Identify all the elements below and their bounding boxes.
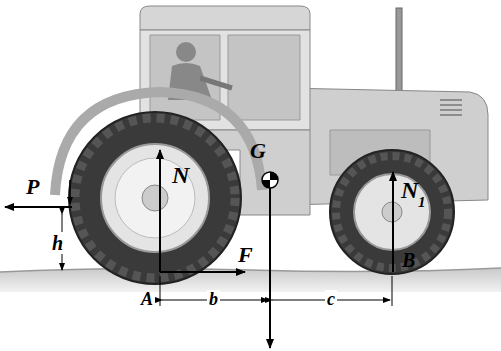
force-label: N xyxy=(399,178,420,202)
ground xyxy=(0,268,501,292)
subscript-label: 1 xyxy=(416,195,428,210)
point-label: B xyxy=(400,250,417,270)
force-label: N xyxy=(170,163,191,187)
point-label: A xyxy=(139,290,155,308)
point-label: G xyxy=(248,140,268,162)
force-label: P xyxy=(24,176,41,198)
force-label: F xyxy=(236,244,255,266)
dimension-label: h xyxy=(50,233,65,253)
dimension-label: b xyxy=(207,290,220,308)
dimension-label: c xyxy=(325,290,337,308)
